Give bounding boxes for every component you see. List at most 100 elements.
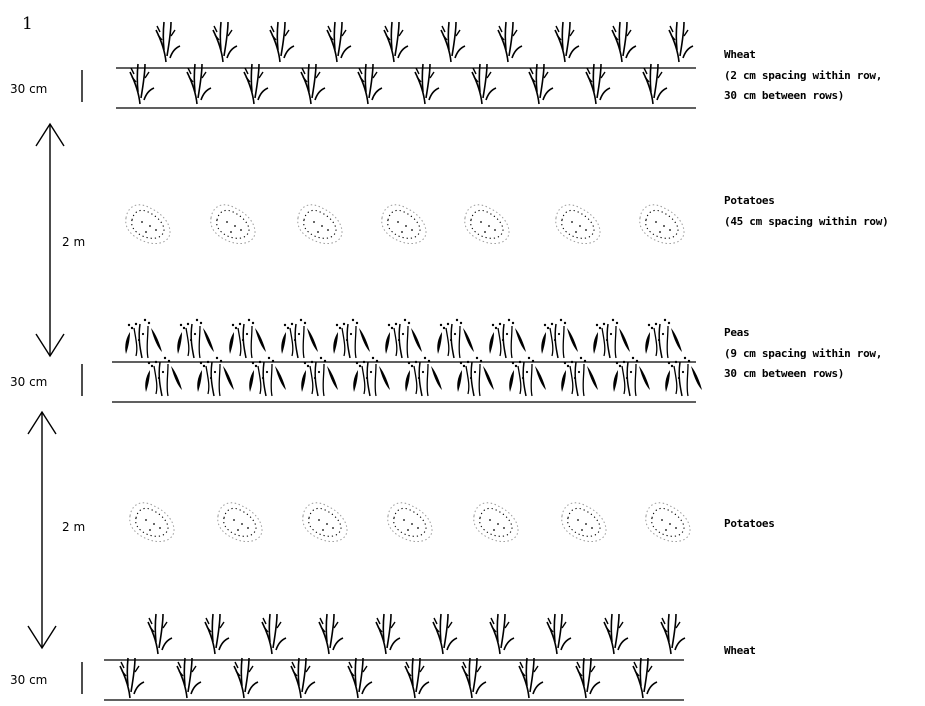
- pea-plants-back: [125, 319, 682, 358]
- wheat-plant-icon: [384, 22, 408, 62]
- wheat-plant-icon: [612, 22, 636, 62]
- potato-icon: [303, 503, 347, 542]
- potato-strip-2: [130, 503, 690, 542]
- figure-number: 1: [22, 14, 33, 34]
- wheat-plant-icon: [529, 64, 553, 104]
- wheat-label: Wheat: [724, 48, 756, 61]
- pea-plant-icon: [281, 319, 318, 358]
- pea-plant-icon: [561, 357, 598, 396]
- potato-icon: [640, 205, 684, 244]
- wheat-plant-icon: [319, 614, 343, 654]
- wheat-plant-icon: [643, 64, 667, 104]
- row-gap-label: 30 cm: [10, 673, 47, 687]
- wheat-plant-icon: [244, 64, 268, 104]
- potato-icon: [130, 503, 174, 542]
- wheat-plants-back: [148, 614, 685, 654]
- pea-plant-icon: [249, 357, 286, 396]
- strip-gap-label: 2 m: [62, 520, 85, 534]
- pea-plant-icon: [541, 319, 578, 358]
- wheat-plant-icon: [633, 658, 657, 698]
- wheat-label: Wheat: [724, 644, 756, 657]
- wheat-plant-icon: [669, 22, 693, 62]
- wheat-plant-icon: [661, 614, 685, 654]
- wheat-plant-icon: [234, 658, 258, 698]
- potato-icon: [474, 503, 518, 542]
- peas-note: (9 cm spacing within row,: [724, 347, 882, 360]
- potato-icon: [388, 503, 432, 542]
- wheat-plant-icon: [576, 658, 600, 698]
- wheat-plant-icon: [441, 22, 465, 62]
- potato-icon: [382, 205, 426, 244]
- pea-plant-icon: [353, 357, 390, 396]
- wheat-plants-front: [120, 658, 657, 698]
- potato-icon: [126, 205, 170, 244]
- wheat-plant-icon: [415, 64, 439, 104]
- pea-plant-icon: [125, 319, 162, 358]
- wheat-plant-icon: [213, 22, 237, 62]
- wheat-plant-icon: [348, 658, 372, 698]
- pea-plant-icon: [645, 319, 682, 358]
- wheat-plant-icon: [327, 22, 351, 62]
- wheat-plant-icon: [130, 64, 154, 104]
- wheat-plant-icon: [358, 64, 382, 104]
- wheat-plant-icon: [472, 64, 496, 104]
- pea-plant-icon: [489, 319, 526, 358]
- wheat-plant-icon: [187, 64, 211, 104]
- wheat-plant-icon: [490, 614, 514, 654]
- wheat-plant-icon: [519, 658, 543, 698]
- pea-plant-icon: [385, 319, 422, 358]
- potato-icon: [218, 503, 262, 542]
- wheat-plant-icon: [270, 22, 294, 62]
- potatoes-label: Potatoes: [724, 194, 775, 207]
- strip-gap-label: 2 m: [62, 235, 85, 249]
- pea-plant-icon: [197, 357, 234, 396]
- wheat-plant-icon: [405, 658, 429, 698]
- pea-plant-icon: [613, 357, 650, 396]
- pea-plant-icon: [457, 357, 494, 396]
- wheat-strip-bottom: 30 cm: [10, 614, 685, 700]
- wheat-plant-icon: [156, 22, 180, 62]
- potato-icon: [556, 205, 600, 244]
- pea-plant-icon: [333, 319, 370, 358]
- pea-plant-icon: [405, 357, 442, 396]
- wheat-note: (2 cm spacing within row,: [724, 69, 882, 82]
- pea-plant-icon: [177, 319, 214, 358]
- potato-icon: [646, 503, 690, 542]
- wheat-plant-icon: [586, 64, 610, 104]
- potatoes-label: Potatoes: [724, 517, 775, 530]
- pea-plant-icon: [509, 357, 546, 396]
- wheat-plant-icon: [498, 22, 522, 62]
- wheat-plant-icon: [462, 658, 486, 698]
- pea-plants-front: [145, 357, 702, 396]
- pea-plant-icon: [145, 357, 182, 396]
- wheat-plant-icon: [547, 614, 571, 654]
- wheat-strip-top: 30 cm: [10, 22, 696, 108]
- strip-gap-arrow: 2 m: [36, 124, 85, 356]
- pea-plant-icon: [229, 319, 266, 358]
- wheat-plants-back: [156, 22, 693, 62]
- wheat-plants-front: [130, 64, 667, 104]
- wheat-plant-icon: [291, 658, 315, 698]
- wheat-plant-icon: [301, 64, 325, 104]
- wheat-plant-icon: [120, 658, 144, 698]
- wheat-plant-icon: [433, 614, 457, 654]
- wheat-plant-icon: [148, 614, 172, 654]
- potato-strip-1: [126, 205, 684, 244]
- wheat-note: 30 cm between rows): [724, 89, 844, 102]
- wheat-plant-icon: [177, 658, 201, 698]
- potatoes-note: (45 cm spacing within row): [724, 215, 888, 228]
- strip-gap-arrow: 2 m: [28, 412, 85, 648]
- wheat-plant-icon: [205, 614, 229, 654]
- potato-icon: [298, 205, 342, 244]
- wheat-plant-icon: [262, 614, 286, 654]
- wheat-plant-icon: [604, 614, 628, 654]
- row-gap-label: 30 cm: [10, 82, 47, 96]
- pea-plant-icon: [437, 319, 474, 358]
- wheat-plant-icon: [376, 614, 400, 654]
- potato-icon: [465, 205, 509, 244]
- peas-note: 30 cm between rows): [724, 367, 844, 380]
- peas-label: Peas: [724, 326, 749, 339]
- potato-icon: [562, 503, 606, 542]
- pea-plant-icon: [665, 357, 702, 396]
